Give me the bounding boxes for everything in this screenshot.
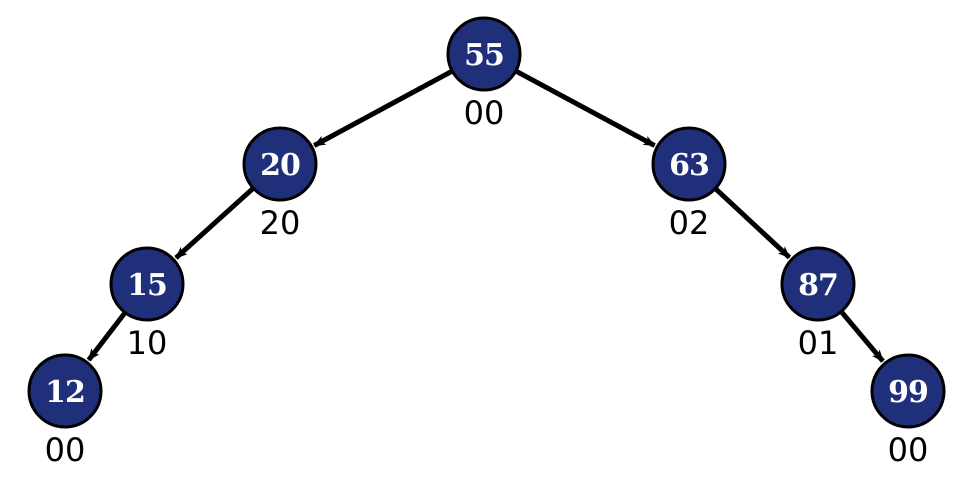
edge-55-63 — [512, 67, 656, 148]
node-value: 15 — [127, 268, 167, 303]
node-label: 01 — [798, 324, 839, 362]
node-value: 87 — [798, 268, 838, 303]
node-circle — [870, 353, 946, 429]
tree-node-15: 15 10 — [109, 246, 185, 362]
node-circle — [651, 126, 727, 202]
tree-node-63: 63 02 — [651, 126, 727, 242]
node-circle — [780, 246, 856, 322]
edge-20-15 — [174, 184, 257, 260]
edges-layer — [86, 67, 885, 363]
tree-node-87: 87 01 — [780, 246, 856, 362]
node-value: 99 — [888, 375, 928, 410]
tree-node-55: 55 00 — [446, 16, 522, 132]
edge-87-99 — [837, 308, 885, 363]
node-label: 00 — [888, 431, 929, 469]
node-label: 20 — [260, 204, 301, 242]
node-circle — [109, 246, 185, 322]
node-label: 00 — [464, 94, 505, 132]
node-label: 02 — [669, 204, 710, 242]
tree-node-20: 20 20 — [242, 126, 318, 242]
node-value: 63 — [669, 148, 709, 183]
tree-node-12: 12 00 — [27, 353, 103, 469]
node-label: 00 — [45, 431, 86, 469]
node-label: 10 — [127, 324, 168, 362]
node-circle — [27, 353, 103, 429]
tree-node-99: 99 00 — [870, 353, 946, 469]
node-circle — [242, 126, 318, 202]
node-value: 12 — [45, 375, 85, 410]
node-value: 20 — [260, 148, 300, 183]
nodes-layer: 55 00 20 20 63 02 15 10 87 01 12 00 — [27, 16, 946, 469]
edge-63-87 — [712, 185, 792, 260]
edge-15-12 — [86, 309, 129, 362]
edge-55-20 — [313, 67, 456, 148]
node-value: 55 — [464, 38, 504, 73]
node-circle — [446, 16, 522, 92]
